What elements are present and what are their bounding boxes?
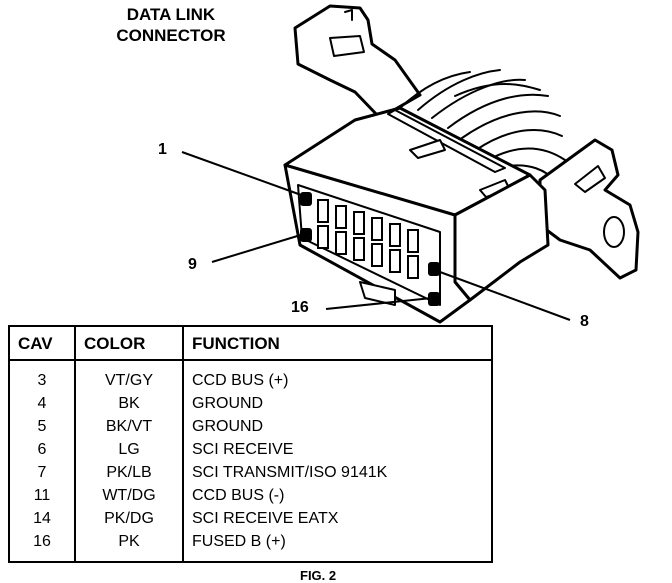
- color-cell: WT/DG: [102, 487, 156, 504]
- pinout-table: CAV COLOR FUNCTION 3 VT/GY CCD BUS (+) 4…: [8, 325, 493, 563]
- function-cell: SCI TRANSMIT/ISO 9141K: [192, 464, 388, 481]
- cav-cell: 6: [37, 441, 47, 458]
- pin-label-8: 8: [580, 313, 589, 330]
- top-latch: [293, 4, 422, 120]
- cav-cell: 4: [37, 395, 47, 412]
- function-cell: CCD BUS (-): [192, 487, 285, 504]
- column-divider: [182, 327, 184, 561]
- table-row: 5 BK/VT GROUND: [10, 415, 491, 438]
- cav-cell: 11: [33, 487, 51, 504]
- figure-caption: FIG. 2: [300, 568, 337, 583]
- function-cell: SCI RECEIVE: [192, 441, 294, 458]
- title-line-2: CONNECTOR: [116, 26, 226, 45]
- mounting-tab: [538, 138, 640, 280]
- table-row: 3 VT/GY CCD BUS (+): [10, 369, 491, 392]
- table-row: 7 PK/LB SCI TRANSMIT/ISO 9141K: [10, 461, 491, 484]
- pin-label-1: 1: [158, 141, 167, 158]
- color-cell: VT/GY: [104, 372, 153, 389]
- header-cav: CAV: [18, 334, 53, 353]
- color-cell: LG: [118, 441, 140, 458]
- table-row: 11 WT/DG CCD BUS (-): [10, 484, 491, 507]
- table-row: 14 PK/DG SCI RECEIVE EATX: [10, 507, 491, 530]
- function-cell: SCI RECEIVE EATX: [192, 510, 339, 527]
- color-cell: PK/LB: [106, 464, 152, 481]
- cav-cell: 14: [33, 510, 51, 527]
- pin-label-9: 9: [188, 256, 197, 273]
- cav-cell: 3: [37, 372, 47, 389]
- pin-label-16: 16: [291, 299, 309, 316]
- function-cell: FUSED B (+): [192, 533, 286, 550]
- color-cell: PK: [118, 533, 140, 550]
- header-function: FUNCTION: [192, 334, 280, 353]
- column-divider: [74, 327, 76, 561]
- color-cell: PK/DG: [104, 510, 154, 527]
- table-row: 4 BK GROUND: [10, 392, 491, 415]
- function-cell: GROUND: [192, 395, 264, 412]
- cav-cell: 16: [33, 533, 51, 550]
- diagram-title: DATA LINK CONNECTOR: [96, 4, 246, 46]
- table-row: 6 LG SCI RECEIVE: [10, 438, 491, 461]
- title-line-1: DATA LINK: [126, 5, 216, 24]
- header-color: COLOR: [84, 334, 146, 353]
- header-divider: [10, 359, 491, 361]
- connector-illustration: [181, 4, 640, 324]
- color-cell: BK/VT: [105, 418, 153, 435]
- function-cell: GROUND: [192, 418, 264, 435]
- table-row: 16 PK FUSED B (+): [10, 530, 491, 553]
- cav-cell: 5: [37, 418, 47, 435]
- function-cell: CCD BUS (+): [192, 372, 289, 389]
- cav-cell: 7: [37, 464, 47, 481]
- color-cell: BK: [118, 395, 140, 412]
